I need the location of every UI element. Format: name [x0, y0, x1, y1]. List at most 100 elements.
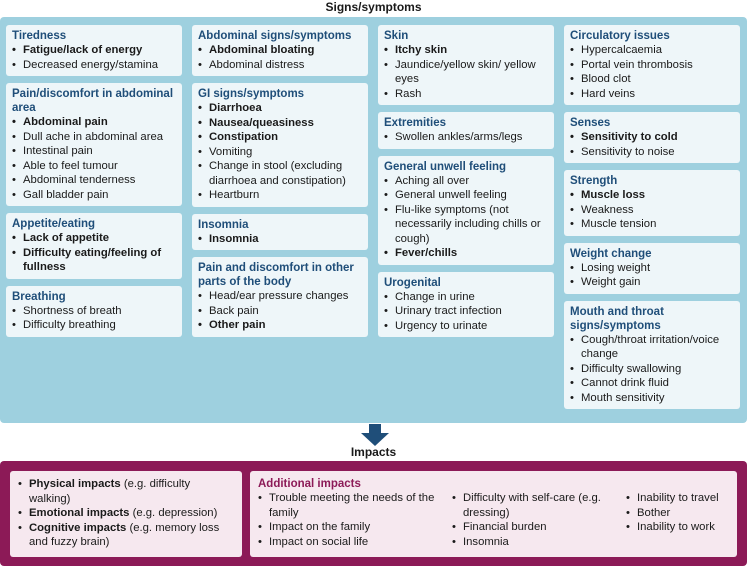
- impacts-label: Impacts: [350, 445, 397, 459]
- primary-impacts-box: Physical impacts (e.g. difficulty walkin…: [10, 471, 242, 557]
- symptom-box-senses: SensesSensitivity to coldSensitivity to …: [564, 112, 740, 163]
- symptom-item: Weakness: [570, 203, 734, 218]
- symptom-item: Abdominal distress: [198, 58, 362, 73]
- symptom-box-title: Abdominal signs/symptoms: [198, 30, 352, 42]
- symptom-item: Intestinal pain: [12, 144, 176, 159]
- symptom-list: Sensitivity to coldSensitivity to noise: [570, 130, 734, 159]
- symptom-box-title: Urogenital: [384, 276, 441, 289]
- symptom-box-title: Weight change: [570, 247, 652, 260]
- additional-impacts-columns: Trouble meeting the needs of the familyI…: [258, 491, 729, 561]
- symptom-item: Nausea/queasiness: [198, 116, 362, 131]
- symptom-list: Itchy skinJaundice/yellow skin/ yellow e…: [384, 43, 548, 101]
- additional-impact-item: Impact on the family: [258, 520, 444, 535]
- symptom-item: Difficulty breathing: [12, 318, 176, 333]
- symptom-box-extremities: ExtremitiesSwollen ankles/arms/legs: [378, 112, 554, 149]
- symptom-list: Abdominal bloatingAbdominal distress: [198, 43, 362, 72]
- symptom-column-1: TirednessFatigue/lack of energyDecreased…: [6, 25, 182, 344]
- symptom-item: Blood clot: [570, 72, 734, 87]
- impacts-panel: Physical impacts (e.g. difficulty walkin…: [0, 461, 747, 566]
- symptom-box-strength: StrengthMuscle lossWeaknessMuscle tensio…: [564, 170, 740, 236]
- symptom-item: Hard veins: [570, 87, 734, 102]
- symptom-box-pain-discomfort-in-abdominal-area: Pain/discomfort in abdominal areaAbdomin…: [6, 83, 182, 206]
- symptom-item: Flu-like symptoms (not necessarily inclu…: [384, 203, 548, 247]
- symptom-list: HypercalcaemiaPortal vein thrombosisBloo…: [570, 43, 734, 101]
- symptom-list: DiarrhoeaNausea/queasinessConstipationVo…: [198, 101, 362, 203]
- symptom-box-title: General unwell feeling: [384, 160, 507, 173]
- symptom-box-tiredness: TirednessFatigue/lack of energyDecreased…: [6, 25, 182, 76]
- symptom-item: General unwell feeling: [384, 188, 548, 203]
- symptom-box-title: Strength: [570, 175, 618, 187]
- symptom-box-breathing: BreathingShortness of breathDifficulty b…: [6, 285, 182, 337]
- symptom-column-3: SkinItchy skinJaundice/yellow skin/ yell…: [378, 25, 554, 344]
- additional-impacts-column-3: Inability to travelBotherInability to wo…: [626, 491, 726, 535]
- symptom-box-title: Senses: [570, 117, 611, 129]
- symptom-list: Lack of appetiteDifficulty eating/feelin…: [12, 231, 176, 275]
- symptom-item: Vomiting: [198, 145, 362, 160]
- symptom-box-insomnia: InsomniaInsomnia: [192, 213, 368, 250]
- symptom-box-circulatory-issues: Circulatory issuesHypercalcaemiaPortal v…: [564, 25, 740, 105]
- symptom-item: Cough/throat irritation/voice change: [570, 333, 734, 362]
- additional-impacts-column-1: Trouble meeting the needs of the familyI…: [258, 491, 444, 549]
- symptom-item: Muscle tension: [570, 217, 734, 232]
- symptom-list: Swollen ankles/arms/legs: [384, 130, 548, 145]
- symptom-list: Insomnia: [198, 232, 362, 247]
- symptom-column-4: Circulatory issuesHypercalcaemiaPortal v…: [564, 25, 740, 416]
- symptom-item: Itchy skin: [384, 43, 548, 58]
- symptom-item: Other pain: [198, 318, 362, 333]
- symptom-item: Abdominal pain: [12, 115, 176, 130]
- symptom-list: Abdominal painDull ache in abdominal are…: [12, 115, 176, 202]
- symptom-box-weight-change: Weight changeLosing weightWeight gain: [564, 242, 740, 294]
- symptom-item: Fever/chills: [384, 246, 548, 261]
- symptom-item: Difficulty eating/feeling of fullness: [12, 246, 176, 275]
- symptom-item: Decreased energy/stamina: [12, 58, 176, 73]
- symptom-item: Gall bladder pain: [12, 188, 176, 203]
- additional-impact-item: Impact on social life: [258, 535, 444, 550]
- symptom-box-urogenital: UrogenitalChange in urineUrinary tract i…: [378, 271, 554, 337]
- symptom-item: Fatigue/lack of energy: [12, 43, 176, 58]
- primary-impact-example: (e.g. memory loss and fuzzy brain): [29, 521, 223, 549]
- primary-impact-item: Cognitive impacts (e.g. memory loss and …: [18, 521, 234, 550]
- primary-impact-item: Emotional impacts (e.g. depression): [18, 506, 234, 521]
- symptom-item: Rash: [384, 87, 548, 102]
- symptom-item: Mouth sensitivity: [570, 391, 734, 406]
- additional-impact-item: Financial burden: [452, 520, 612, 535]
- symptom-list: Change in urineUrinary tract infectionUr…: [384, 290, 548, 334]
- symptom-item: Lack of appetite: [12, 231, 176, 246]
- symptom-item: Hypercalcaemia: [570, 43, 734, 58]
- symptom-box-abdominal-signs-symptoms: Abdominal signs/symptomsAbdominal bloati…: [192, 25, 368, 76]
- symptom-item: Insomnia: [198, 232, 362, 247]
- additional-impact-item: Difficulty with self-care (e.g. dressing…: [452, 491, 612, 520]
- symptom-item: Swollen ankles/arms/legs: [384, 130, 548, 145]
- symptom-item: Able to feel tumour: [12, 159, 176, 174]
- symptom-column-2: Abdominal signs/symptomsAbdominal bloati…: [192, 25, 368, 344]
- symptom-list: Fatigue/lack of energyDecreased energy/s…: [12, 43, 176, 72]
- primary-impact-name: Physical impacts: [29, 478, 121, 490]
- symptom-box-title: GI signs/symptoms: [198, 88, 305, 100]
- primary-impacts-list: Physical impacts (e.g. difficulty walkin…: [18, 477, 234, 550]
- symptom-item: Difficulty swallowing: [570, 362, 734, 377]
- primary-impact-name: Cognitive impacts: [29, 521, 127, 534]
- symptom-box-title: Pain and discomfort in other parts of th…: [198, 262, 354, 288]
- symptom-item: Urgency to urinate: [384, 319, 548, 334]
- additional-impacts-box: Additional impacts Trouble meeting the n…: [250, 471, 737, 557]
- primary-impact-example: (e.g. difficulty walking): [29, 478, 194, 505]
- symptom-item: Diarrhoea: [198, 101, 362, 116]
- symptom-box-appetite-eating: Appetite/eatingLack of appetiteDifficult…: [6, 213, 182, 279]
- symptom-box-general-unwell-feeling: General unwell feelingAching all overGen…: [378, 155, 554, 265]
- symptom-box-title: Tiredness: [12, 30, 67, 42]
- symptom-box-gi-signs-symptoms: GI signs/symptomsDiarrhoeaNausea/queasin…: [192, 83, 368, 207]
- symptom-item: Jaundice/yellow skin/ yellow eyes: [384, 58, 548, 87]
- symptom-box-title: Mouth and throat signs/symptoms: [570, 305, 664, 332]
- symptom-item: Portal vein thrombosis: [570, 58, 734, 73]
- additional-impacts-column-2: Difficulty with self-care (e.g. dressing…: [452, 491, 612, 549]
- signs-symptoms-title: Signs/symptoms: [325, 0, 422, 14]
- symptom-item: Losing weight: [570, 261, 734, 276]
- symptom-item: Urinary tract infection: [384, 304, 548, 319]
- additional-impact-item: Inability to travel: [626, 491, 726, 506]
- symptom-box-pain-and-discomfort-in-other-parts-of-the-body: Pain and discomfort in other parts of th…: [192, 257, 368, 337]
- symptom-box-title: Breathing: [12, 290, 66, 303]
- symptom-list: Aching all overGeneral unwell feelingFlu…: [384, 174, 548, 261]
- symptom-list: Muscle lossWeaknessMuscle tension: [570, 188, 734, 232]
- symptom-item: Sensitivity to cold: [570, 130, 734, 145]
- symptom-list: Shortness of breathDifficulty breathing: [12, 304, 176, 333]
